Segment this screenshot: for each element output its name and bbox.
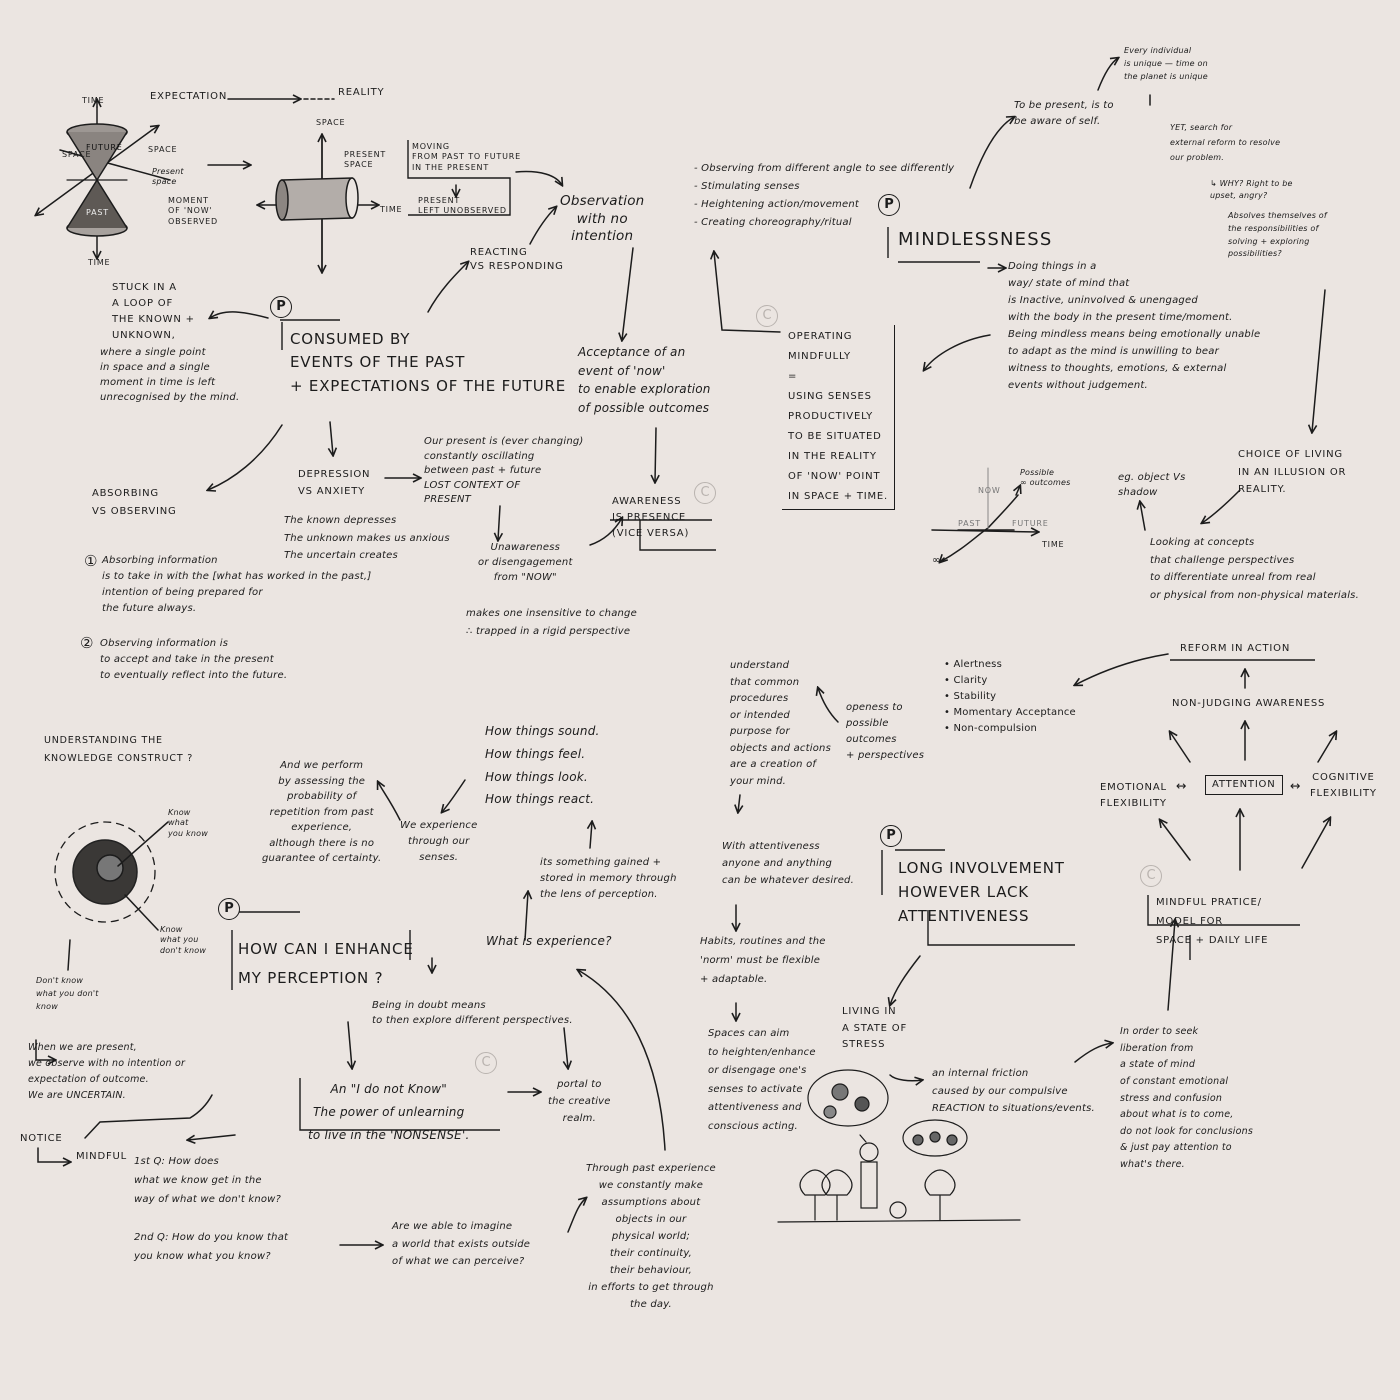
looking-at-concepts: Looking at concepts that challenge persp… (1150, 537, 1359, 601)
what-is-experience: What is experience? (486, 934, 612, 948)
cognitive-flexibility: COGNITIVE FLEXIBILITY (1310, 772, 1377, 799)
non-judging-awareness: NON-JUDGING AWARENESS (1172, 698, 1326, 709)
depression-anxiety-description: The known depresses The unknown makes us… (284, 515, 450, 561)
number-2-icon: ② (80, 634, 94, 652)
graph-possible-outcomes: Possible ∞ outcomes (1020, 468, 1071, 488)
imagine-world-outside: Are we able to imagine a world that exis… (392, 1221, 531, 1267)
how-can-i-enhance-perception: HOW CAN I ENHANCE MY PERCEPTION ? (238, 940, 414, 987)
knowledge-circles (54, 821, 169, 971)
understand-common-procedures: understand that common procedures or int… (730, 660, 831, 787)
cone-future-label: FUTURE (86, 143, 123, 152)
spaces-can-aim: Spaces can aim to heighten/enhance or di… (708, 1028, 816, 1132)
our-present-oscillating: Our present is (ever changing) constantl… (424, 436, 584, 505)
attention-box: ATTENTION (1205, 775, 1283, 795)
graph-time-label: TIME (1042, 540, 1065, 549)
with-attentiveness: With attentiveness anyone and anything c… (722, 841, 854, 886)
internal-friction: an internal friction caused by our compu… (932, 1068, 1095, 1114)
stuck-in-loop-heading: STUCK IN A A LOOP OF THE KNOWN + UNKNOWN… (112, 282, 195, 341)
seek-liberation: In order to seek liberation from a state… (1120, 1026, 1254, 1170)
mindlessness-description: Doing things in a way/ state of mind tha… (1008, 261, 1261, 391)
when-we-are-present: When we are present, we observe with no … (28, 1042, 186, 1102)
emotional-flexibility: EMOTIONAL FLEXIBILITY (1100, 782, 1167, 809)
mindful-practice-model: MINDFUL PRATICE/ MODEL FOR SPACE + DAILY… (1156, 897, 1269, 946)
habits-routines-norm: Habits, routines and the 'norm' must be … (700, 936, 826, 985)
concept-marker-icon-2: C (756, 305, 778, 327)
notice-label: NOTICE (20, 1133, 63, 1144)
absorbing-vs-observing: ABSORBING Vs OBSERVING (92, 488, 177, 517)
number-1-icon: ① (84, 552, 98, 570)
concept-marker-icon-3: C (1140, 865, 1162, 887)
cone-time-top-label: TIME (82, 96, 105, 105)
choice-illusion-or-reality: CHOICE OF LIVING IN AN ILLUSION OR REALI… (1238, 449, 1347, 495)
understanding-knowledge-construct: UNDERSTANDING THE KNOWLEDGE CONSTRUCT ? (44, 735, 194, 765)
depression-vs-anxiety: DEPRESSION Vs ANXIETY (298, 469, 371, 497)
long-involvement-lack-attentiveness: LONG INVOLVEMENT HOWEVER LACK ATTENTIVEN… (898, 859, 1065, 925)
stuck-in-loop-description: where a single point in space and a sing… (100, 347, 240, 403)
yet-search-external: YET, search for external reform to resol… (1170, 123, 1281, 163)
through-past-experience: Through past experience we constantly ma… (586, 1163, 716, 1310)
why-right-to-be-upset: ↳ WHY? Right to be upset, angry? (1210, 179, 1293, 200)
know-what-you-dont-know: Know what you don't know (160, 925, 207, 955)
reacting-vs-responding: REACTING Vs RESPONDING (470, 247, 564, 272)
unawareness-disengagement: Unawareness or disengagement from "NOW" (478, 542, 573, 583)
how-things-list: How things sound. How things feel. How t… (485, 724, 600, 807)
something-gained-memory: its something gained + stored in memory … (540, 857, 677, 900)
cylinder-present-space-label: PRESENT SPACE (344, 150, 387, 170)
being-in-doubt: Being in doubt means to then explore dif… (372, 1000, 573, 1026)
present-left-unobserved: PRESENT LEFT UNOBSERVED (418, 196, 507, 216)
mindful-label: MINDFUL (76, 1151, 128, 1162)
consumed-by-past-future: CONSUMED BY EVENTS OF THE PAST + EXPECTA… (290, 330, 567, 395)
personal-marker-icon-3: P (880, 825, 902, 847)
cone-present-space-label: Present space (152, 167, 184, 187)
know-what-you-know: Know what you know (168, 808, 208, 838)
cone-past-label: PAST (86, 208, 109, 217)
awareness-is-presence: AWARENESS IS PRESENCE (vice versa) (612, 496, 690, 539)
absorbing-point-1: Absorbing information is to take in with… (102, 555, 372, 614)
cone-moment-now-label: MOMENT OF 'NOW' OBSERVED (168, 196, 218, 226)
reform-in-action: REFORM IN ACTION (1180, 643, 1291, 654)
absolves-responsibilities: Absolves themselves of the responsibilit… (1228, 211, 1327, 259)
mindful-qualities-list: • Alertness • Clarity • Stability • Mome… (944, 659, 1076, 734)
personal-marker-icon-4: P (218, 898, 240, 920)
concept-marker-icon: C (694, 482, 716, 504)
arrow-left-right-2: ↔ (1290, 778, 1301, 793)
question-1: 1st Q: How does what we know get in the … (134, 1156, 282, 1205)
to-be-present-text: To be present, is to be aware of self. (1014, 100, 1114, 127)
cone-space-left-label: SPACE (62, 150, 92, 159)
graph-past-label: PAST (958, 519, 981, 528)
absorbing-point-2: Observing information is to accept and t… (100, 638, 288, 681)
graph-infinity-label: ∞ (932, 555, 941, 566)
cylinder-time-label: TIME (380, 205, 403, 214)
openess-possible-outcomes: openess to possible outcomes + perspecti… (846, 702, 925, 761)
object-vs-shadow: eg. object Vs shadow (1118, 472, 1186, 498)
mindlessness-heading: MINDLESSNESS (898, 229, 1053, 250)
cone-space-right-label: SPACE (148, 145, 178, 154)
observing-techniques-list: - Observing from different angle to see … (694, 163, 955, 228)
we-experience-senses: We experience through our senses. (400, 820, 478, 863)
acceptance-of-now: Acceptance of an event of 'now' to enabl… (578, 345, 711, 415)
cone-time-bottom-label: TIME (88, 258, 111, 267)
question-2: 2nd Q: How do you know that you know wha… (134, 1232, 289, 1262)
every-individual-unique: Every individual is unique — time on the… (1124, 46, 1208, 81)
we-perform-assessing: And we perform by assessing the probabil… (262, 760, 382, 864)
i-do-not-know-box: An "I do not Know" The power of unlearni… (308, 1082, 470, 1142)
concept-marker-icon-4: C (475, 1052, 497, 1074)
dont-know-what-you-dont-know: Don't know what you don't know (36, 976, 99, 1011)
cylinder-space-label: SPACE (316, 118, 346, 127)
operating-mindfully-box: OPERATING MINDFULLY = USING SENSES PRODU… (782, 325, 896, 510)
graph-now-label: NOW (978, 486, 1001, 495)
moving-box-text: MOVING FROM PAST TO FUTURE IN THE PRESEN… (412, 142, 521, 172)
expectation-label: EXPECTATION (150, 91, 228, 102)
observation-no-intention: Observation with no intention (560, 193, 645, 245)
insensitive-to-change: makes one insensitive to change ∴ trappe… (466, 608, 637, 637)
arrow-left-right-1: ↔ (1176, 778, 1187, 793)
personal-marker-icon: P (270, 296, 292, 318)
portal-creative-realm: portal to the creative realm. (548, 1079, 611, 1124)
living-in-stress: LIVING IN A STATE OF STRESS (842, 1006, 907, 1050)
reality-label: REALITY (338, 87, 385, 98)
graph-future-label: FUTURE (1012, 519, 1049, 528)
personal-marker-icon-2: P (878, 194, 900, 216)
spacetime-cone-drawing (36, 100, 171, 258)
